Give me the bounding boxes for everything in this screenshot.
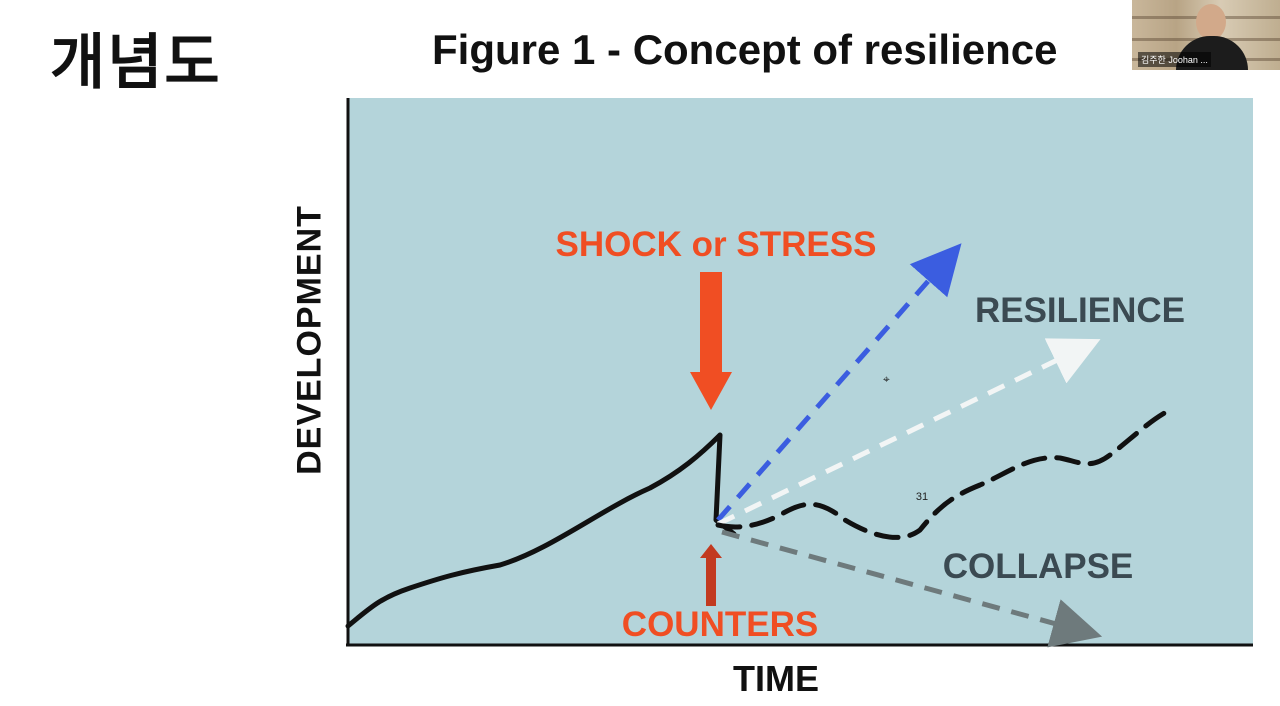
x-axis-label: TIME	[733, 658, 819, 699]
collapse-gray-arrow	[721, 529, 1103, 648]
recovery-black-dash-line	[715, 407, 1173, 540]
counters-label: COUNTERS	[622, 605, 818, 644]
collapse-label: COLLAPSE	[943, 547, 1134, 586]
page-number: 31	[916, 491, 928, 503]
figure-title: Figure 1 - Concept of resilience	[432, 26, 1058, 73]
resilience-white-arrow	[716, 338, 1101, 527]
zoom-watermark: zoom	[1112, 638, 1235, 687]
participant-name: 김주한 Joohan ...	[1138, 52, 1211, 67]
participant-video-thumbnail[interactable]: 김주한 Joohan ...	[1132, 0, 1280, 70]
slide-korean-title: 개념도	[50, 28, 222, 98]
counters-arrow	[700, 544, 722, 606]
shock-arrow	[690, 272, 732, 410]
participant-head	[1196, 4, 1226, 40]
resilience-blue-arrow	[716, 243, 962, 522]
y-axis-label: DEVELOPMENT	[290, 205, 329, 475]
plot-background	[348, 98, 1253, 644]
mouse-cursor-icon: ⌖	[883, 372, 890, 386]
resilience-label: RESILIENCE	[975, 291, 1185, 330]
shock-stress-label: SHOCK or STRESS	[556, 225, 877, 264]
development-line	[345, 432, 737, 629]
